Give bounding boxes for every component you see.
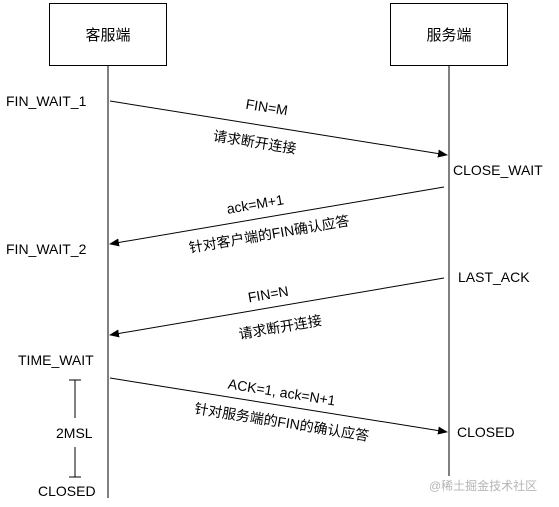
msg2-top-label: ack=M+1 xyxy=(225,191,285,217)
arrow-ack-n1 xyxy=(109,377,448,435)
state-close-wait: CLOSE_WAIT xyxy=(453,162,543,178)
msg4-top-label: ACK=1, ack=N+1 xyxy=(227,376,337,409)
arrow-fin-m xyxy=(109,100,448,158)
msg1-bottom-label: 请求断开连接 xyxy=(212,128,297,157)
client-participant-box: 客服端 xyxy=(49,3,167,66)
msg3-bottom-label: 请求断开连接 xyxy=(237,312,322,342)
server-participant-box: 服务端 xyxy=(390,3,508,66)
state-fin-wait-1: FIN_WAIT_1 xyxy=(6,93,87,109)
server-title: 服务端 xyxy=(426,27,472,44)
msg4-bottom-label: 针对服务端的FIN的确认应答 xyxy=(193,400,370,444)
arrow-fin-n xyxy=(109,277,445,338)
msg2-bottom-label: 针对客户端的FIN确认应答 xyxy=(188,212,351,255)
client-title: 客服端 xyxy=(85,27,131,44)
state-last-ack: LAST_ACK xyxy=(458,269,530,285)
arrow-ack-m1 xyxy=(109,186,445,247)
state-server-closed: CLOSED xyxy=(457,424,515,440)
watermark: @稀土掘金技术社区 xyxy=(429,479,538,493)
state-fin-wait-2: FIN_WAIT_2 xyxy=(6,241,87,257)
state-2msl: 2MSL xyxy=(56,425,93,441)
state-time-wait: TIME_WAIT xyxy=(18,352,94,368)
state-client-closed: CLOSED xyxy=(38,483,96,499)
msg3-top-label: FIN=N xyxy=(247,283,290,306)
msg1-top-label: FIN=M xyxy=(245,96,289,119)
